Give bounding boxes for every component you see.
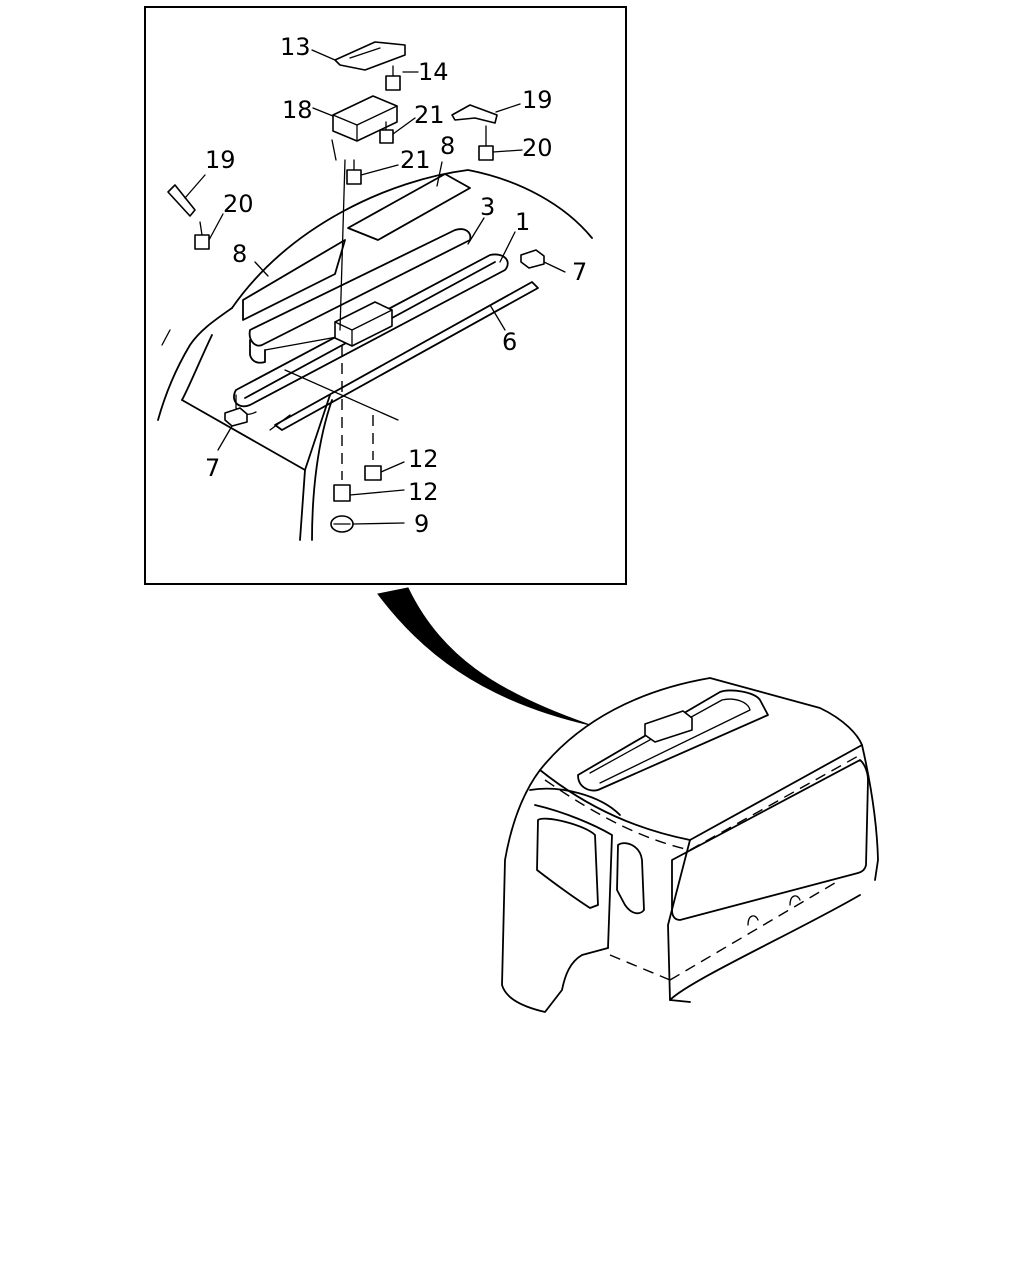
part-12-nut-upper — [364, 465, 382, 481]
callout-12-lower: 12 — [408, 478, 439, 506]
part-7-clip-left — [224, 407, 248, 427]
callout-18: 18 — [282, 96, 313, 124]
callout-9: 9 — [414, 510, 429, 538]
callout-7-right: 7 — [572, 258, 587, 286]
callout-7-left: 7 — [205, 454, 220, 482]
part-9-nut — [330, 515, 354, 533]
roof-glass-panel-left — [242, 239, 346, 321]
callout-1: 1 — [515, 208, 530, 236]
part-19-latch-right — [451, 104, 498, 124]
cab-overview — [501, 677, 879, 1013]
leader-vertical-1 — [339, 159, 346, 331]
hinge-block — [334, 301, 393, 347]
detail-connector — [377, 587, 591, 726]
callout-19-left: 19 — [205, 146, 236, 174]
callout-14: 14 — [418, 58, 449, 86]
callout-20-right: 20 — [522, 134, 553, 162]
callout-leaders — [184, 49, 566, 525]
part-14-bolt — [385, 65, 401, 91]
callout-20-left: 20 — [223, 190, 254, 218]
callout-19-right: 19 — [522, 86, 553, 114]
part-12-nut-lower — [333, 484, 351, 502]
detail-roof-outline — [157, 169, 593, 541]
part-18-hinge-housing — [332, 95, 398, 142]
roof-glass-panel-right — [347, 173, 471, 241]
callout-21-upper: 21 — [414, 101, 445, 129]
part-19-latch-left — [167, 184, 196, 217]
part-7-clip-right — [520, 249, 545, 269]
callout-3: 3 — [480, 193, 495, 221]
part-21-bolt-lower — [346, 159, 362, 185]
callout-6: 6 — [502, 328, 517, 356]
detail-frame — [144, 6, 627, 585]
callout-21-lower: 21 — [400, 146, 431, 174]
part-21-bolt-upper — [379, 121, 394, 144]
weatherstrip — [274, 281, 539, 431]
callout-8-right: 8 — [440, 132, 455, 160]
callout-12-upper: 12 — [408, 445, 439, 473]
part-13-bracket — [334, 41, 406, 71]
part-20-bolt-right — [478, 125, 494, 161]
callout-13: 13 — [280, 33, 311, 61]
callout-8-left: 8 — [232, 240, 247, 268]
part-20-bolt-left — [194, 221, 210, 250]
